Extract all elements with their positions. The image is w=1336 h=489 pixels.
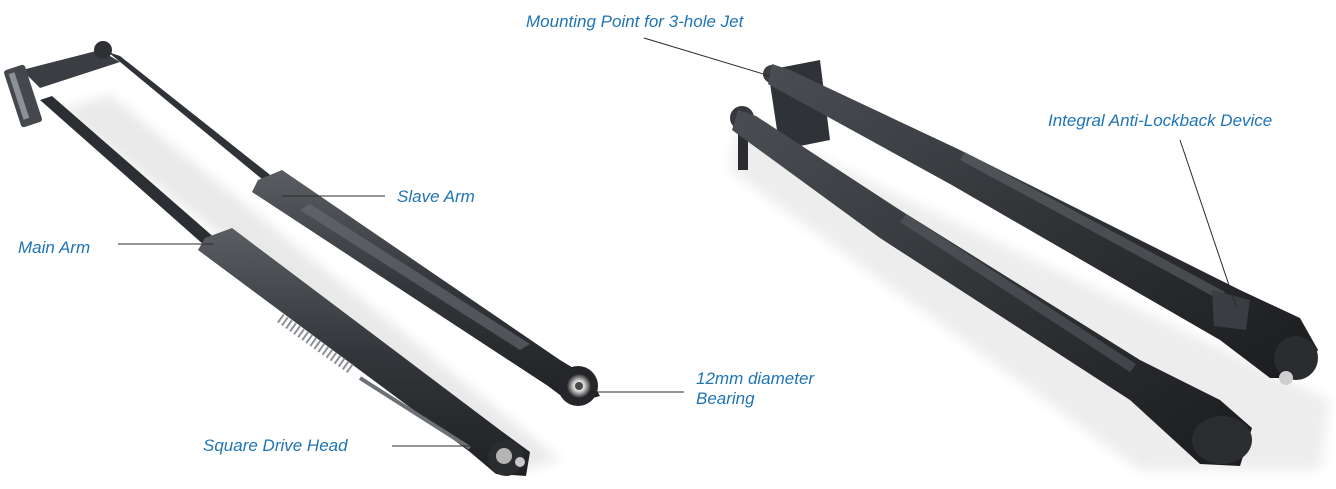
drive-nut [515,457,525,467]
square-drive-head-icon [496,448,512,464]
right-lower-arm-highlight [900,214,1136,372]
main-arm-rod [40,96,240,268]
anti-lockback-label: Integral Anti-Lockback Device [1048,111,1273,130]
left-assembly-shadow [60,95,560,470]
bearing-bore [575,382,583,390]
anti-lockback-leader-line [1179,139,1237,307]
main-arm-highlight [358,376,472,450]
mounting-point-label: Mounting Point for 3-hole Jet [526,12,744,31]
right-lower-arm [732,110,1252,466]
left-blade-clip-highlight [8,72,30,120]
left-wiper-assembly [4,41,684,476]
slave-arm-highlight [300,204,530,350]
right-upper-arm-end-cap [1274,336,1318,380]
main-arm-body [198,228,530,476]
right-mount-post [738,120,748,170]
left-head-pivot [94,41,112,59]
mounting-point-leader-line [643,37,771,77]
anti-lockback-device-icon [1212,290,1250,330]
right-lower-arm-end-cap [1192,416,1252,464]
bearing-label: 12mm diameter Bearing [696,369,814,409]
slave-arm-label: Slave Arm [397,187,475,206]
right-upper-arm [768,64,1318,378]
right-wiper-assembly [643,37,1330,470]
right-upper-arm-highlight [960,152,1225,300]
left-head-crossbar [22,50,120,88]
bearing-label-line2: Bearing [696,389,755,408]
square-drive-head-label: Square Drive Head [203,436,348,455]
main-arm-label: Main Arm [18,238,91,257]
right-bearing [1279,371,1293,385]
bearing-label-line1: 12mm diameter [696,369,815,388]
